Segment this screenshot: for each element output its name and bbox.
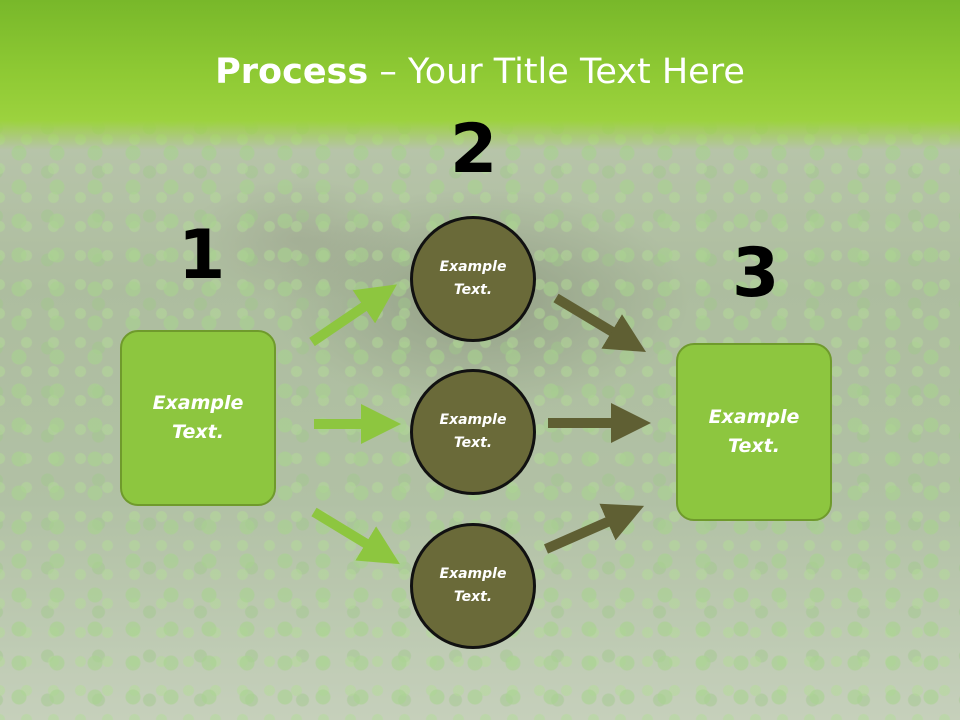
step-2-item-1-text: Example Text.: [439, 259, 507, 298]
step-3-text: Example Text.: [708, 406, 800, 457]
step-2-circle-bottom: Example Text.: [410, 523, 536, 649]
step-3-number: 3: [732, 234, 780, 313]
step-2-circle-top: Example Text.: [410, 216, 536, 342]
title-bold: Process: [215, 52, 369, 92]
arrow-1-to-bottom: [311, 507, 400, 565]
step-2-number: 2: [450, 110, 498, 189]
step-2-circle-middle: Example Text.: [410, 369, 536, 495]
step-1-number: 1: [178, 216, 226, 295]
arrow-bottom-to-3: [543, 503, 645, 554]
step-2-item-3-text: Example Text.: [439, 566, 507, 605]
arrow-top-to-3: [553, 293, 647, 353]
title-rest: – Your Title Text Here: [368, 52, 745, 92]
arrow-1-to-top: [309, 284, 397, 347]
step-3-box: Example Text.: [676, 343, 832, 521]
slide-title: Process – Your Title Text Here: [0, 52, 960, 92]
step-1-box: Example Text.: [120, 330, 276, 506]
step-1-text: Example Text.: [152, 392, 244, 443]
title-bar: [0, 0, 960, 150]
step-2-item-2-text: Example Text.: [439, 412, 507, 451]
